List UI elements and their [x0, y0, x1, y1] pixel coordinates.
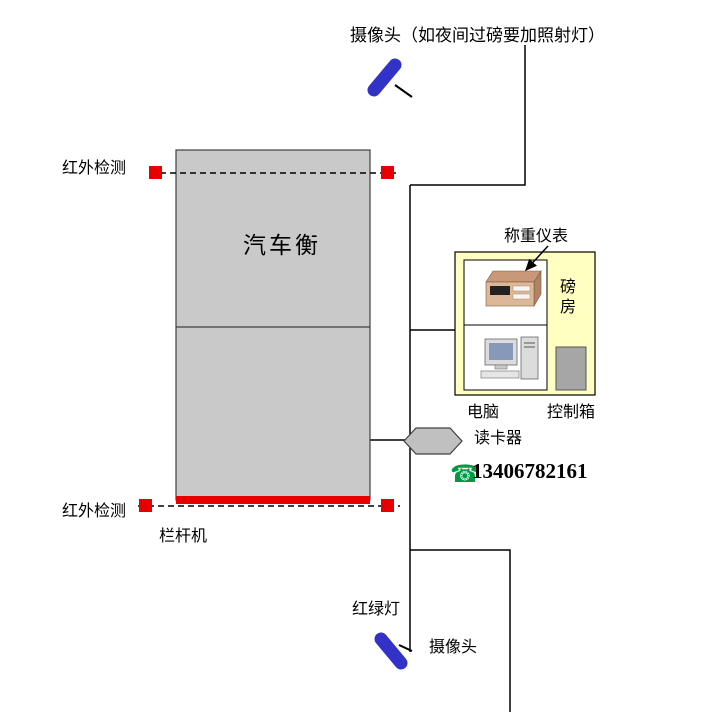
- control-box-shape: [555, 346, 587, 391]
- camera-bottom-icon: [374, 632, 413, 670]
- truck-scale-platform: [175, 149, 371, 501]
- infrared-sensor-bottom-right: [381, 499, 394, 512]
- infrared-sensor-top-left: [149, 166, 162, 179]
- keyboard: [480, 370, 520, 379]
- weigh-room-label: 磅房: [559, 277, 576, 316]
- indicator-screen: [490, 286, 510, 295]
- monitor-screen: [489, 343, 513, 360]
- phone-icon: ☎: [450, 460, 480, 488]
- camera-top-icon: [367, 58, 413, 98]
- barrier-bar: [176, 496, 370, 504]
- infrared-sensor-bottom-left: [139, 499, 152, 512]
- camera-top-cable: [410, 45, 526, 186]
- computer-image: [480, 336, 539, 380]
- truck-scale-label: 汽车衡: [243, 233, 321, 259]
- computer-label: 电脑: [467, 402, 500, 421]
- infrared-top-label: 红外检测: [62, 158, 127, 177]
- card-reader-shape: [403, 427, 463, 455]
- barrier-label: 栏杆机: [159, 526, 208, 545]
- infrared-sensor-top-right: [381, 166, 394, 179]
- weigh-indicator-label: 称重仪表: [504, 226, 569, 245]
- control-box-label: 控制箱: [547, 402, 596, 421]
- camera-bottom-cable: [410, 549, 511, 712]
- traffic-light-label: 红绿灯: [352, 599, 401, 618]
- phone-number: 13406782161: [472, 459, 588, 483]
- camera-top-label: 摄像头（如夜间过磅要加照射灯）: [350, 26, 605, 46]
- card-reader-label: 读卡器: [474, 428, 523, 447]
- weighing-indicator-image: [485, 269, 542, 308]
- camera-bottom-label: 摄像头: [429, 637, 478, 656]
- indicator-pointer-arrow: [524, 245, 549, 272]
- infrared-bottom-label: 红外检测: [62, 501, 127, 520]
